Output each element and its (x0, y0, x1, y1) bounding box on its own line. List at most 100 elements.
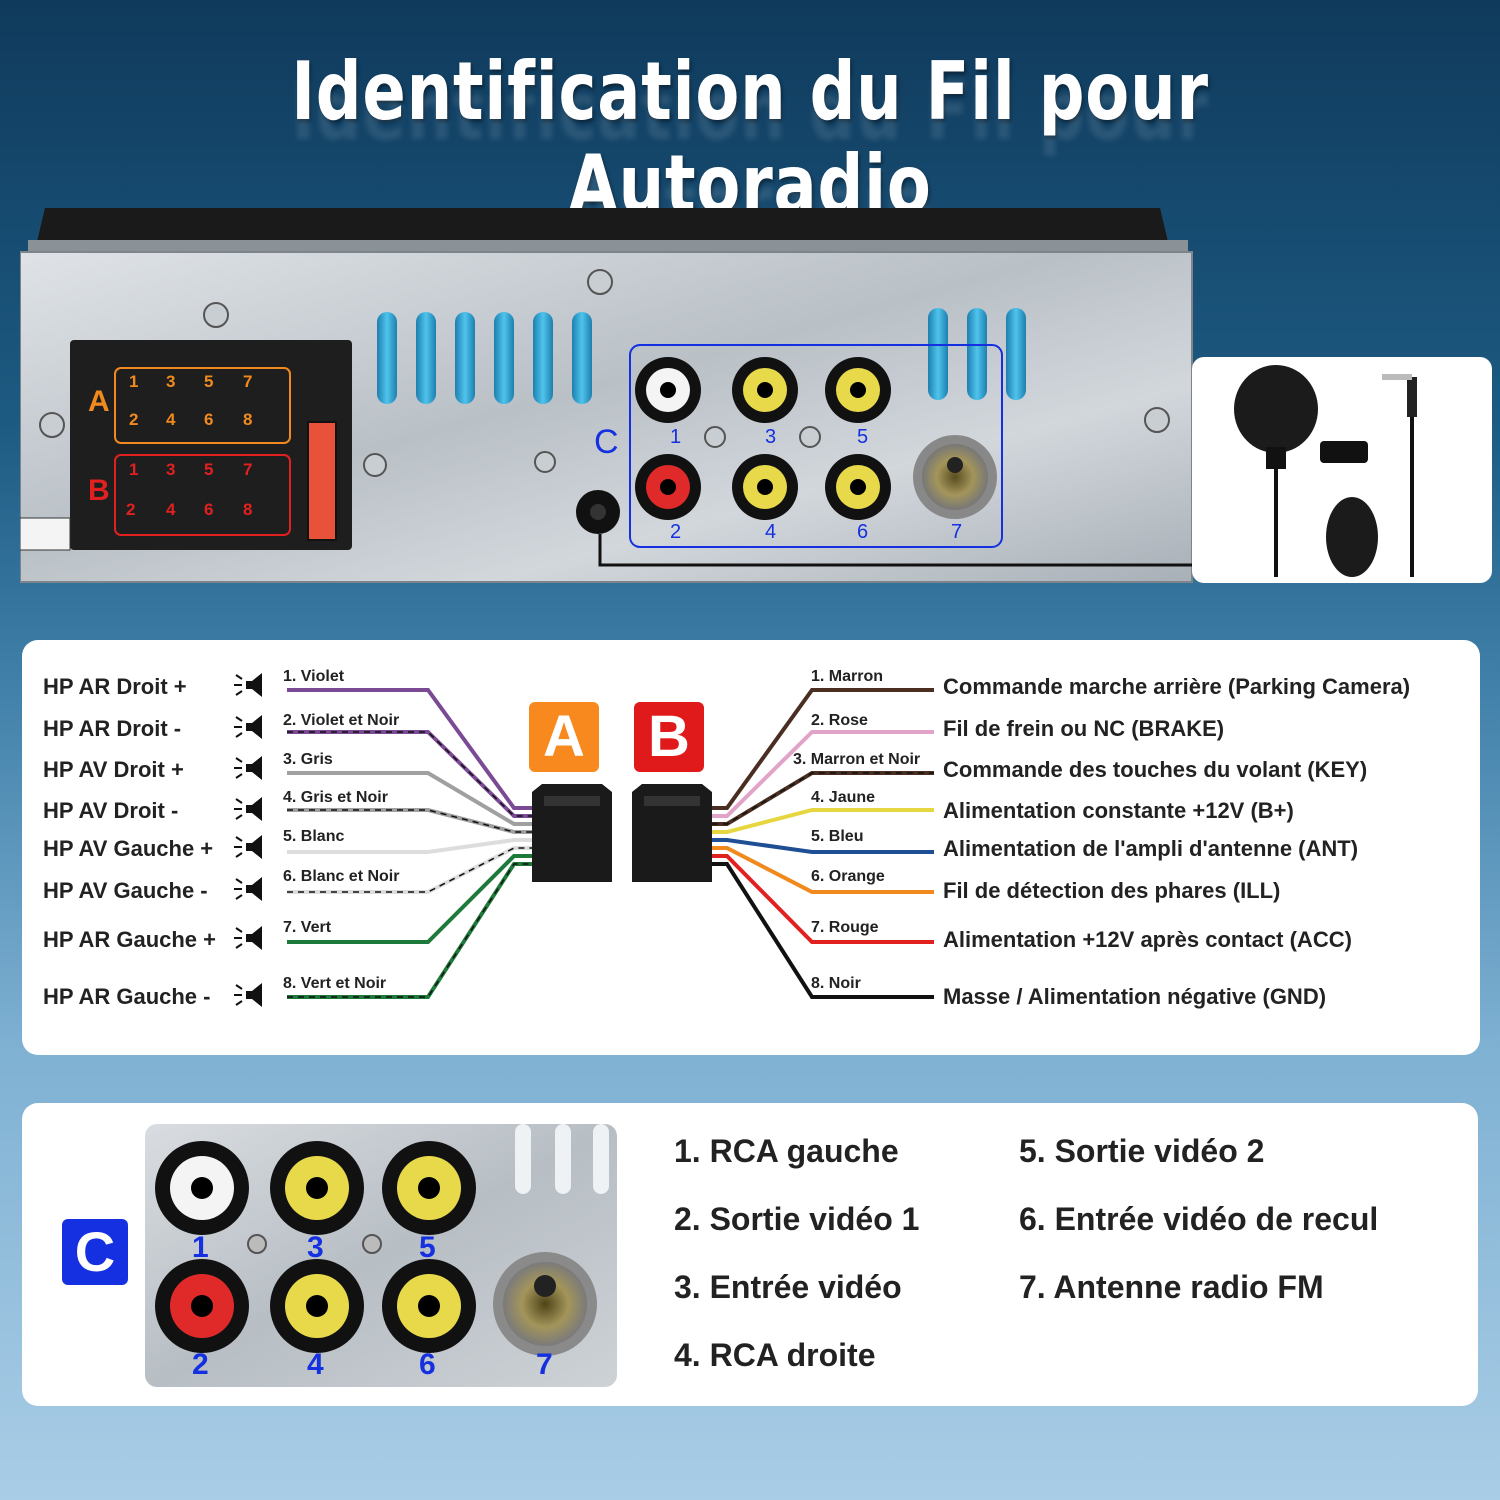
wire-a-stripe-4 (287, 809, 532, 833)
speaker-label-3: HP AV Droit + (43, 757, 184, 782)
radio-unit-back (20, 208, 1195, 583)
speaker-icon (234, 797, 262, 821)
unit-rca-num-2: 2 (670, 521, 682, 543)
rca-num-3: 3 (307, 1231, 324, 1264)
unit-connector-b-label: B (88, 474, 110, 507)
wire-b-2: 2. Rose (811, 712, 868, 729)
speaker-icon (234, 835, 262, 859)
function-label-4: Alimentation constante +12V (B+) (943, 798, 1294, 823)
wire-b-line-1 (712, 688, 934, 810)
rca-jacks (635, 357, 997, 520)
wire-b-line-2 (712, 730, 934, 818)
pin-b-8: 8 (243, 500, 253, 519)
wire-a-stripe-2 (287, 731, 532, 817)
screws (39, 269, 1170, 477)
wire-b-line-4 (712, 808, 934, 834)
pin-a-6: 6 (204, 410, 214, 429)
function-label-5: Alimentation de l'ampli d'antenne (ANT) (943, 836, 1359, 861)
unit-connector-a-label: A (88, 385, 110, 418)
wire-a-line-1 (287, 688, 532, 810)
rca-item-6: 6. Entrée vidéo de recul (1019, 1201, 1379, 1237)
wire-b-1: 1. Marron (811, 668, 884, 685)
rca-item-1: 1. RCA gauche (674, 1133, 899, 1169)
vent-slots (377, 308, 1026, 404)
wire-a-6: 6. Blanc et Noir (283, 868, 400, 885)
function-label-6: Fil de détection des phares (ILL) (943, 878, 1281, 903)
rca-num-4: 4 (307, 1348, 324, 1381)
speaker-icon (234, 756, 262, 780)
pin-b-4: 4 (166, 500, 176, 519)
rca-num-2: 2 (192, 1348, 209, 1381)
pin-a-7: 7 (243, 372, 253, 391)
wire-b-line-7 (712, 854, 934, 944)
wire-b-5: 5. Bleu (811, 828, 864, 845)
pin-b-1: 1 (129, 460, 139, 479)
speaker-label-1: HP AR Droit + (43, 674, 187, 699)
wiring-panel: HP AR Droit + HP AR Droit - HP AV Droit … (22, 640, 1480, 1055)
wire-a-2: 2. Violet et Noir (283, 712, 400, 729)
pin-a-5: 5 (204, 372, 214, 391)
unit-rca-num-6: 6 (857, 521, 869, 543)
unit-rca-group-label: C (594, 423, 619, 461)
speaker-icon (234, 877, 262, 901)
microphone-icon (1234, 365, 1417, 577)
unit-rca-num-3: 3 (765, 426, 777, 448)
rca-group-outline (629, 344, 1003, 548)
wire-a-3: 3. Gris (283, 751, 333, 768)
rca-closeup (145, 1124, 617, 1387)
pin-b-6: 6 (204, 500, 214, 519)
speaker-label-4: HP AV Droit - (43, 798, 179, 823)
fuse (308, 422, 336, 540)
pin-a-8: 8 (243, 410, 253, 429)
wire-b-line-8 (712, 862, 934, 999)
iso-connector-block (70, 340, 352, 550)
badge-connector-a: A (529, 702, 599, 772)
rca-item-5: 5. Sortie vidéo 2 (1019, 1133, 1265, 1169)
wire-a-line-3 (287, 771, 532, 826)
pin-a-3: 3 (166, 372, 176, 391)
function-label-1: Commande marche arrière (Parking Camera) (943, 674, 1411, 699)
mic-cable (598, 534, 1195, 567)
wire-a-stripe-6 (287, 847, 532, 893)
function-label-8: Masse / Alimentation négative (GND) (943, 984, 1327, 1009)
speaker-label-5: HP AV Gauche + (43, 836, 214, 861)
rca-num-1: 1 (192, 1231, 209, 1264)
speaker-icon (234, 983, 262, 1007)
rca-num-5: 5 (419, 1231, 436, 1264)
unit-rca-num-5: 5 (857, 426, 869, 448)
wire-b-7: 7. Rouge (811, 919, 879, 936)
wire-a-8: 8. Vert et Noir (283, 975, 387, 992)
rca-item-3: 3. Entrée vidéo (674, 1269, 902, 1305)
rca-num-6: 6 (419, 1348, 436, 1381)
function-label-2: Fil de frein ou NC (BRAKE) (943, 716, 1225, 741)
speaker-label-7: HP AR Gauche + (43, 927, 217, 952)
pin-b-2: 2 (126, 500, 136, 519)
wire-b-line-5 (712, 838, 934, 854)
unit-rca-num-7: 7 (951, 521, 963, 543)
wire-b-6: 6. Orange (811, 868, 885, 885)
speaker-icon (234, 715, 262, 739)
rca-item-2: 2. Sortie vidéo 1 (674, 1201, 920, 1237)
wire-b-line-3 (712, 771, 934, 826)
pin-a-2: 2 (129, 410, 139, 429)
wire-a-line-7 (287, 854, 532, 944)
connector-a-outline (114, 367, 291, 444)
speaker-icon (234, 926, 262, 950)
page-title: Identification du Fil pour Autoradio (291, 45, 1209, 231)
pin-b-3: 3 (166, 460, 176, 479)
pin-b-7: 7 (243, 460, 253, 479)
wire-a-line-5 (287, 838, 532, 854)
badge-connector-b: B (634, 702, 704, 772)
rca-item-7: 7. Antenne radio FM (1019, 1269, 1324, 1305)
badge-rca-c: C (62, 1219, 128, 1285)
unit-rca-num-1: 1 (670, 426, 682, 448)
pin-b-5: 5 (204, 460, 214, 479)
rca-item-4: 4. RCA droite (674, 1337, 876, 1373)
rca-closeup-jacks (155, 1141, 597, 1356)
pin-a-1: 1 (129, 372, 139, 391)
wire-b-4: 4. Jaune (811, 789, 876, 806)
rca-panel: C 1 3 5 2 4 6 7 (22, 1103, 1478, 1406)
speaker-label-6: HP AV Gauche - (43, 878, 208, 903)
unit-rca-num-4: 4 (765, 521, 777, 543)
speaker-icons (234, 673, 262, 1007)
